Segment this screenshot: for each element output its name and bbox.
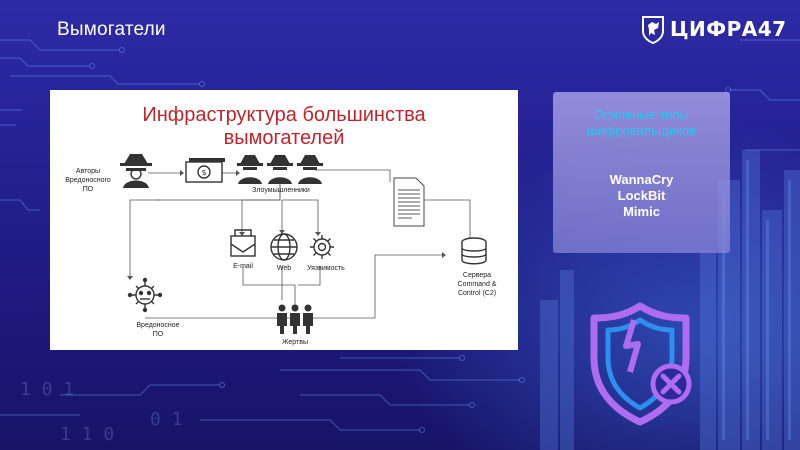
list-item: WannaCry	[609, 172, 674, 187]
gear-icon	[310, 235, 334, 259]
label-servers: Сервера Command & Control (C2)	[457, 272, 497, 297]
envelope-icon	[230, 229, 256, 257]
people-icon	[277, 304, 313, 334]
svg-text:1 0 1: 1 0 1	[20, 379, 74, 400]
globe-icon	[270, 233, 298, 261]
label-email: E-mail	[233, 263, 253, 270]
brand-logo: ЦИФРА47	[640, 14, 787, 44]
database-icon	[461, 237, 487, 265]
label-authors: Авторы Вредоносного ПО	[65, 168, 111, 193]
ransomware-types-card: Основные типы шифровальщиков WannaCry Lo…	[553, 92, 730, 253]
money-icon: $	[185, 158, 225, 183]
lion-emblem-icon	[642, 16, 664, 44]
hacker-icon	[267, 155, 293, 184]
svg-text:$: $	[201, 168, 206, 177]
brand-logo-text: ЦИФРА47	[670, 17, 787, 41]
document-icon	[393, 177, 425, 227]
hacker-icon	[237, 155, 263, 184]
ransomware-types-heading: Основные типы шифровальщиков	[586, 107, 697, 138]
list-item: LockBit	[617, 188, 666, 203]
broken-shield-icon	[590, 302, 692, 426]
ransomware-infrastructure-diagram: $	[50, 90, 518, 350]
hacker-icon	[120, 154, 152, 188]
hacker-icon	[297, 155, 323, 184]
ransomware-types-list: WannaCry LockBit Mimic	[553, 172, 730, 220]
label-attackers: Злоумышленники	[252, 187, 310, 194]
label-vulnerability: Уязвимость	[307, 265, 345, 272]
diagram-title-line-2: вымогателей	[223, 127, 345, 149]
label-malware: Вредоносное ПО	[136, 322, 180, 338]
diagram-title-line-1: Инфраструктура большинства	[142, 104, 426, 126]
svg-text:1 1 0: 1 1 0	[60, 424, 114, 445]
label-web: Web	[276, 265, 292, 272]
diagram-graphics: $	[120, 154, 487, 334]
label-victims: Жертвы	[282, 339, 308, 346]
slide-title: Вымогатели	[57, 19, 166, 40]
virus-icon	[127, 277, 163, 313]
svg-text:0 1: 0 1	[150, 409, 183, 430]
list-item: Mimic	[623, 204, 660, 219]
